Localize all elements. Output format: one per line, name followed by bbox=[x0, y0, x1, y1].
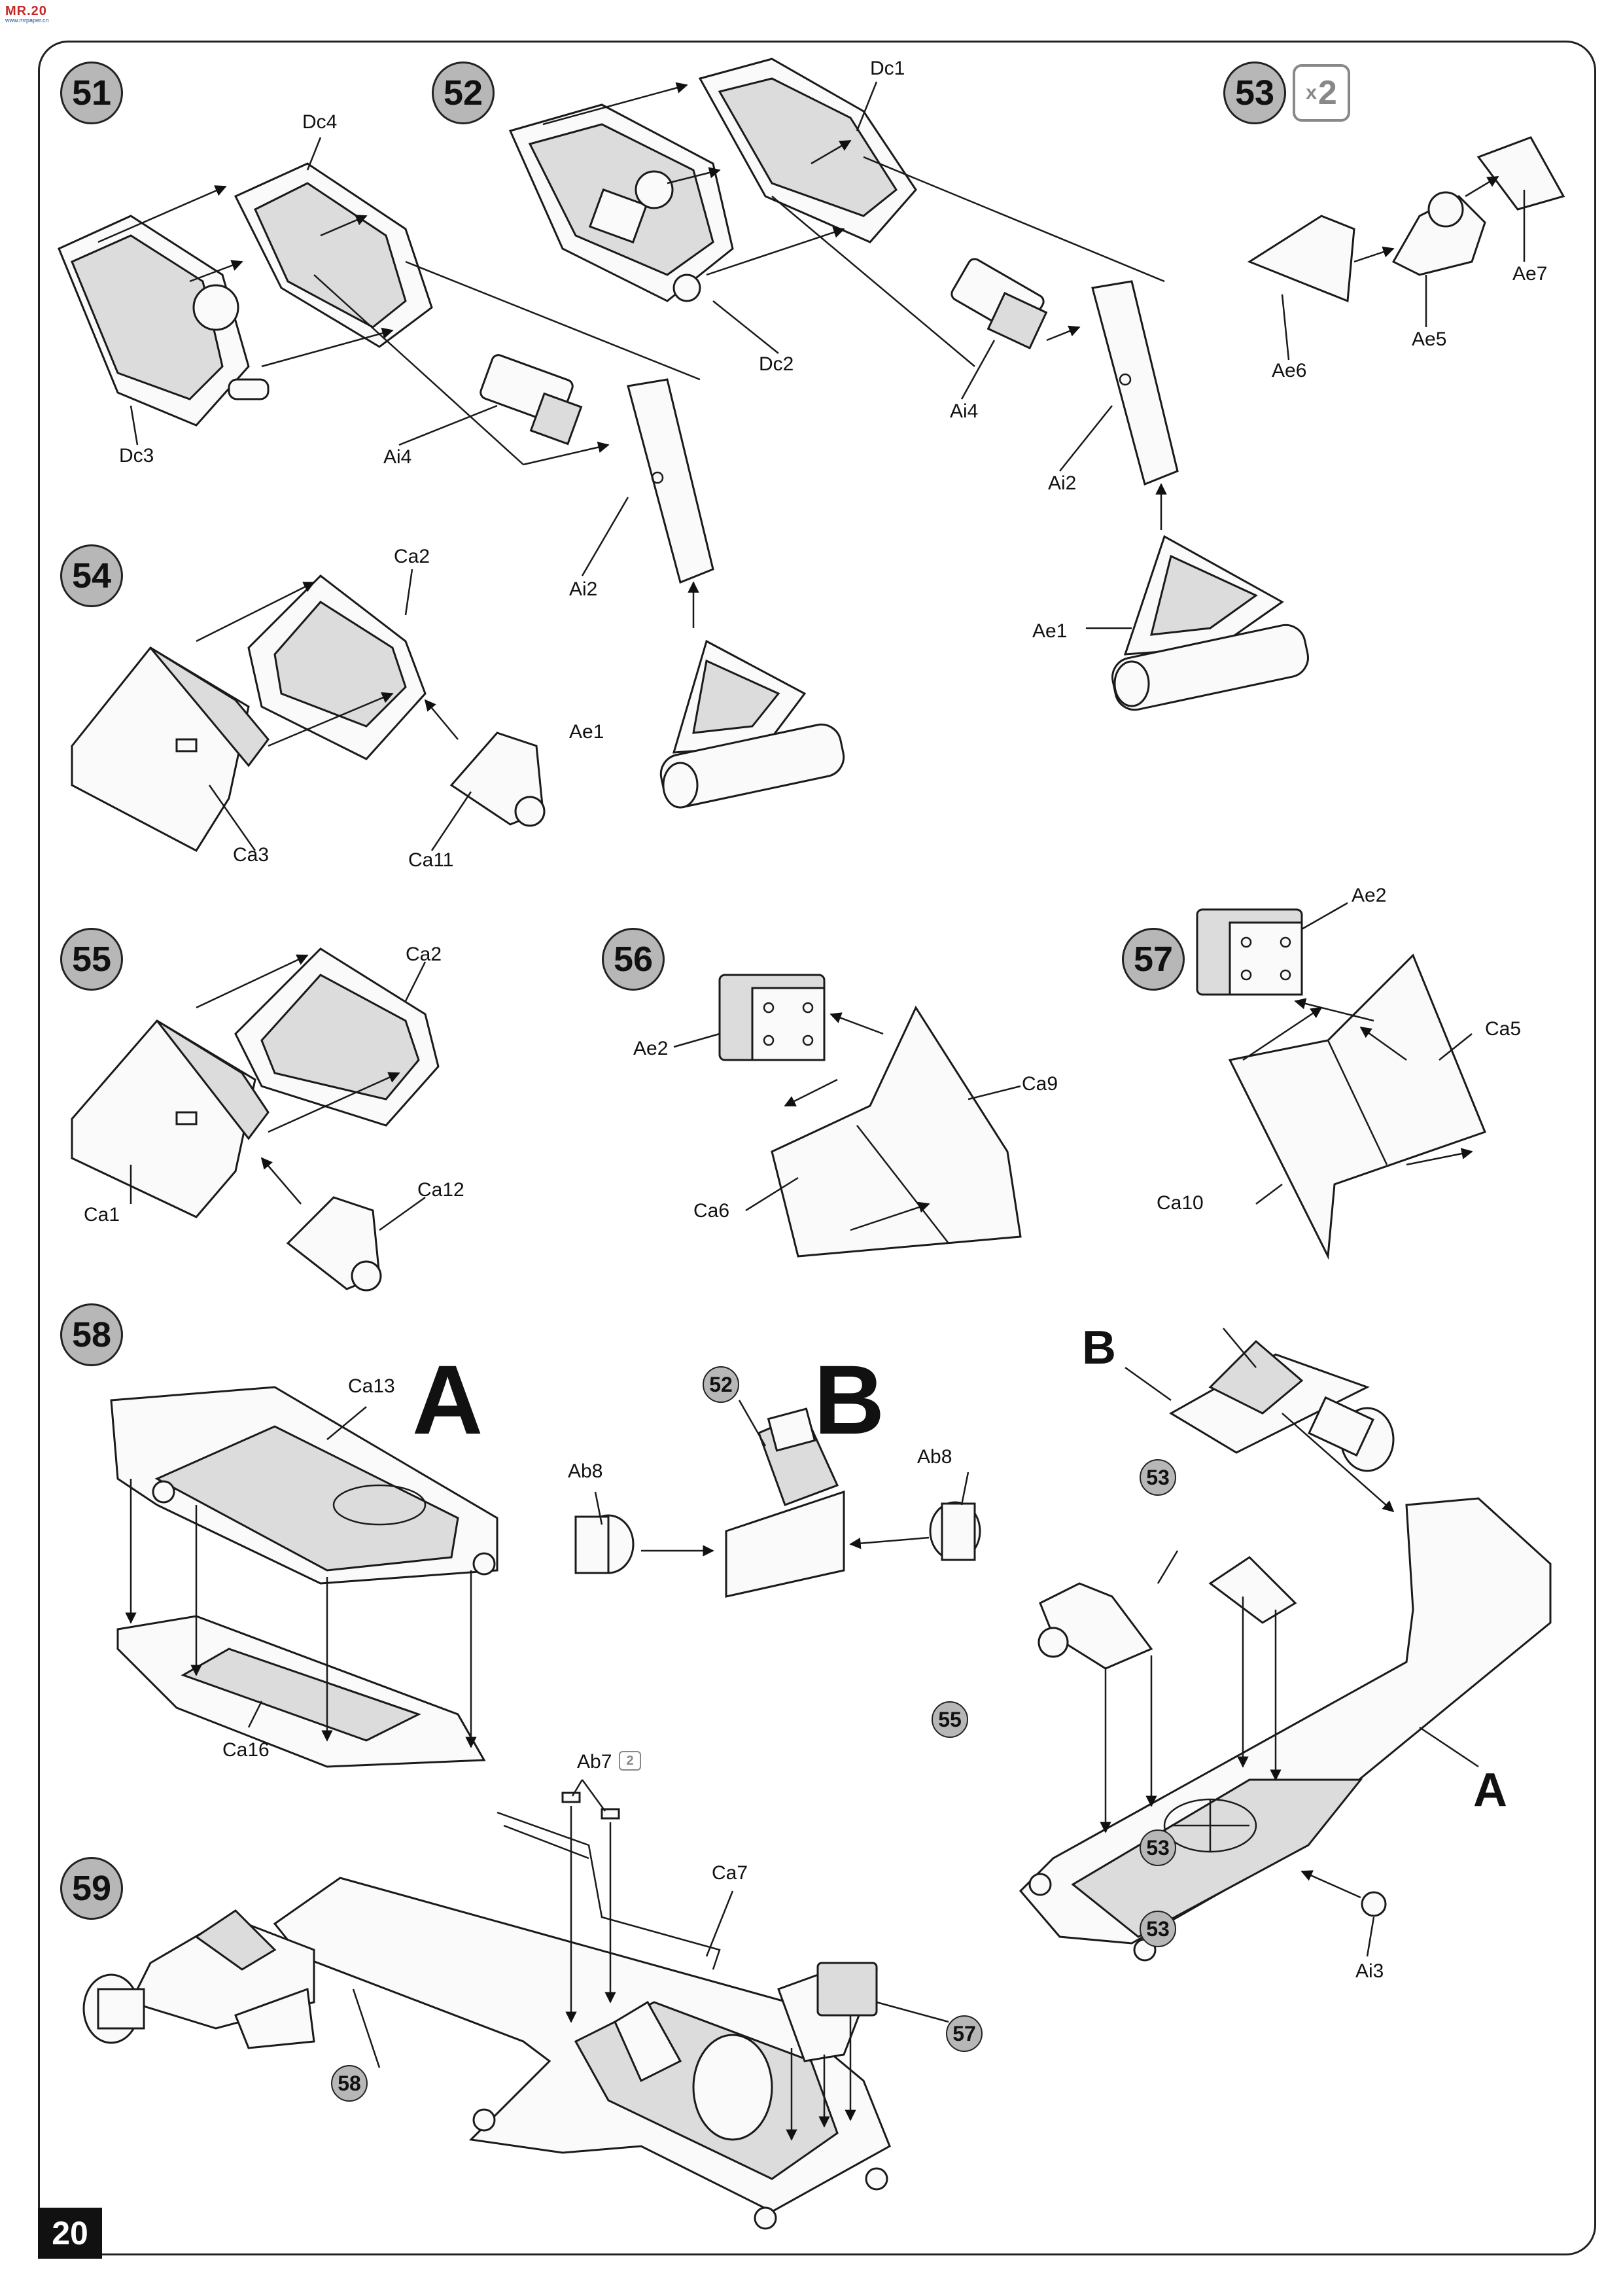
label-ae5: Ae5 bbox=[1412, 328, 1447, 350]
step-58-badge: 58 bbox=[60, 1303, 123, 1366]
part-ai4-clevis bbox=[529, 392, 583, 446]
step54-drawing bbox=[71, 574, 546, 852]
label-ai2-51: Ai2 bbox=[569, 578, 598, 600]
step52-drawing bbox=[508, 58, 1309, 711]
label-ca2-55: Ca2 bbox=[406, 944, 442, 965]
part-ae7-shape bbox=[1476, 136, 1565, 211]
label-dc3: Dc3 bbox=[119, 445, 154, 467]
label-ca2-54: Ca2 bbox=[394, 546, 430, 567]
label-ae6: Ae6 bbox=[1272, 360, 1307, 381]
step-54-badge: 54 bbox=[60, 544, 123, 607]
ref-step-55: 55 bbox=[932, 1701, 968, 1738]
step55-drawing bbox=[71, 947, 440, 1292]
step-53-badge: 53 bbox=[1223, 62, 1286, 124]
step-51-badge: 51 bbox=[60, 62, 123, 124]
step-56-badge: 56 bbox=[602, 928, 665, 991]
label-ab7: Ab7 bbox=[577, 1751, 612, 1773]
label-ae7: Ae7 bbox=[1512, 263, 1548, 285]
ref-step-53: 53 bbox=[1140, 1911, 1176, 1947]
label-ca9: Ca9 bbox=[1022, 1073, 1058, 1095]
label-ai4-52: Ai4 bbox=[950, 400, 979, 422]
part-dc3-face bbox=[71, 234, 224, 400]
page-frame bbox=[38, 41, 1596, 2255]
part-ae6-shape bbox=[1247, 215, 1355, 303]
ab7-multiplier: 2 bbox=[619, 1751, 641, 1771]
label-ae2-56: Ae2 bbox=[633, 1038, 669, 1059]
subassembly-b-title: B bbox=[814, 1345, 885, 1455]
subassembly-a-title: A bbox=[412, 1345, 483, 1455]
label-ae1-52: Ae1 bbox=[1032, 620, 1068, 642]
label-ai4-51: Ai4 bbox=[383, 446, 412, 468]
ref-step-53-label: 53 bbox=[1140, 1829, 1176, 1866]
step56-drawing bbox=[718, 974, 1022, 1258]
right-assembly-drawing bbox=[1019, 1339, 1552, 1962]
label-ca13: Ca13 bbox=[348, 1375, 395, 1397]
step-59-badge: 59 bbox=[60, 1857, 123, 1920]
subassembly-b-drawing bbox=[574, 1407, 981, 1598]
step-52-badge: 52 bbox=[432, 62, 495, 124]
label-ca6: Ca6 bbox=[693, 1200, 730, 1222]
label-dc1: Dc1 bbox=[870, 58, 905, 79]
part-ae1-left bbox=[659, 639, 845, 809]
ref-step-52: 52 bbox=[703, 1366, 739, 1403]
ref-step-58: 58 bbox=[331, 2065, 368, 2102]
label-ca5: Ca5 bbox=[1485, 1018, 1522, 1040]
step53-drawing bbox=[1247, 136, 1565, 303]
label-ca3: Ca3 bbox=[233, 844, 270, 866]
part-dc3-boss bbox=[192, 284, 239, 331]
ref-step-53-badge: 53 bbox=[1140, 1459, 1176, 1496]
ref-step-57: 57 bbox=[946, 2015, 983, 2052]
step-55-badge: 55 bbox=[60, 928, 123, 991]
label-ai2-52: Ai2 bbox=[1048, 472, 1077, 494]
label-ab8-left: Ab8 bbox=[568, 1460, 603, 1482]
label-dc4: Dc4 bbox=[302, 111, 338, 133]
label-ca12: Ca12 bbox=[417, 1179, 464, 1201]
label-ca10: Ca10 bbox=[1157, 1192, 1204, 1214]
label-dc2: Dc2 bbox=[759, 353, 794, 375]
label-ae1-54: Ae1 bbox=[569, 721, 604, 743]
label-ca16: Ca16 bbox=[222, 1739, 270, 1761]
label-ca7: Ca7 bbox=[712, 1862, 748, 1884]
part-dc3-pin bbox=[228, 378, 270, 400]
label-leaders bbox=[130, 81, 1526, 2068]
page-number: 20 bbox=[38, 2208, 102, 2259]
step51-drawing bbox=[58, 162, 714, 628]
label-ca1: Ca1 bbox=[84, 1204, 120, 1226]
part-ai2-shape bbox=[627, 378, 714, 584]
label-ai3: Ai3 bbox=[1355, 1960, 1384, 1982]
subassembly-b-label: B bbox=[1082, 1322, 1116, 1374]
label-ae2-57: Ae2 bbox=[1352, 885, 1387, 906]
label-ab8-right: Ab8 bbox=[917, 1446, 952, 1468]
step59-drawing bbox=[82, 1792, 891, 2230]
label-ca11: Ca11 bbox=[408, 849, 454, 871]
step-57-badge: 57 bbox=[1122, 928, 1185, 991]
subassembly-a-label: A bbox=[1473, 1764, 1507, 1816]
publisher-logo: MR.20 www.mrpaper.cn bbox=[5, 4, 49, 24]
step57-drawing bbox=[1196, 908, 1486, 1260]
step58-drawing bbox=[110, 1386, 498, 1768]
part-dc4-face bbox=[254, 182, 407, 328]
